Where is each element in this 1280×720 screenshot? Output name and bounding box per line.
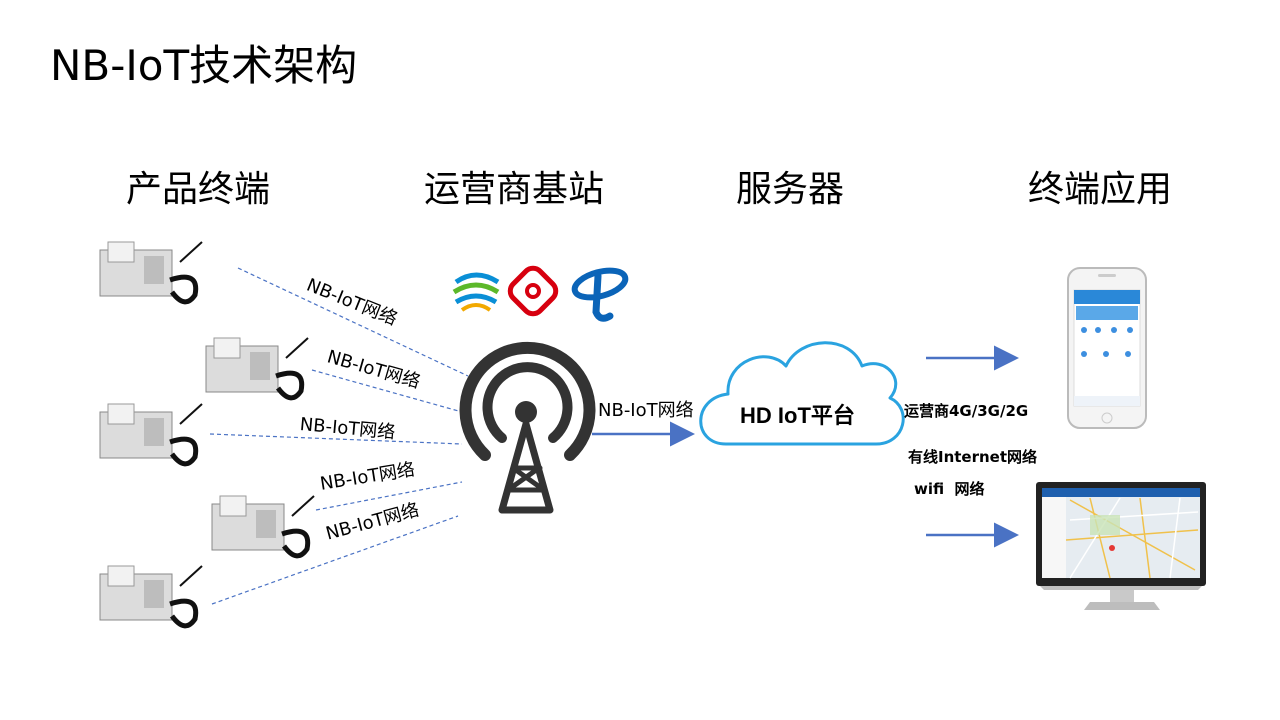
column-header-base-station: 运营商基站 — [423, 169, 604, 210]
device-5 — [99, 565, 203, 629]
cloud-icon — [699, 341, 905, 446]
link-device-3 — [209, 433, 463, 445]
device-1 — [99, 241, 203, 305]
tower-to-cloud-label: NB-IoT网络 — [598, 400, 694, 421]
network-wifi-label: wifi 网络 — [914, 480, 985, 498]
smartphone-icon — [1067, 267, 1147, 429]
device-3 — [99, 403, 203, 467]
column-header-terminal-app: 终端应用 — [1027, 169, 1172, 210]
monitor-icon — [1036, 482, 1206, 610]
device-4 — [211, 495, 315, 559]
china-unicom-logo — [507, 265, 559, 317]
link-device-1 — [237, 267, 469, 377]
column-header-server: 服务器 — [735, 169, 844, 210]
platform-label: HD IoT平台 — [740, 403, 855, 428]
link-device-5 — [211, 515, 459, 605]
link-device-2 — [311, 369, 463, 413]
link-device-4 — [315, 481, 463, 511]
tower-icon — [459, 341, 596, 514]
china-mobile-logo — [452, 268, 500, 312]
network-wired-label: 有线Internet网络 — [908, 448, 1038, 466]
china-telecom-logo — [571, 267, 629, 322]
network-mobile-label: 运营商4G/3G/2G — [904, 402, 1029, 420]
column-header-devices: 产品终端 — [125, 169, 270, 210]
device-2 — [205, 337, 309, 401]
slide-title: NB-IoT技术架构 — [50, 41, 358, 90]
